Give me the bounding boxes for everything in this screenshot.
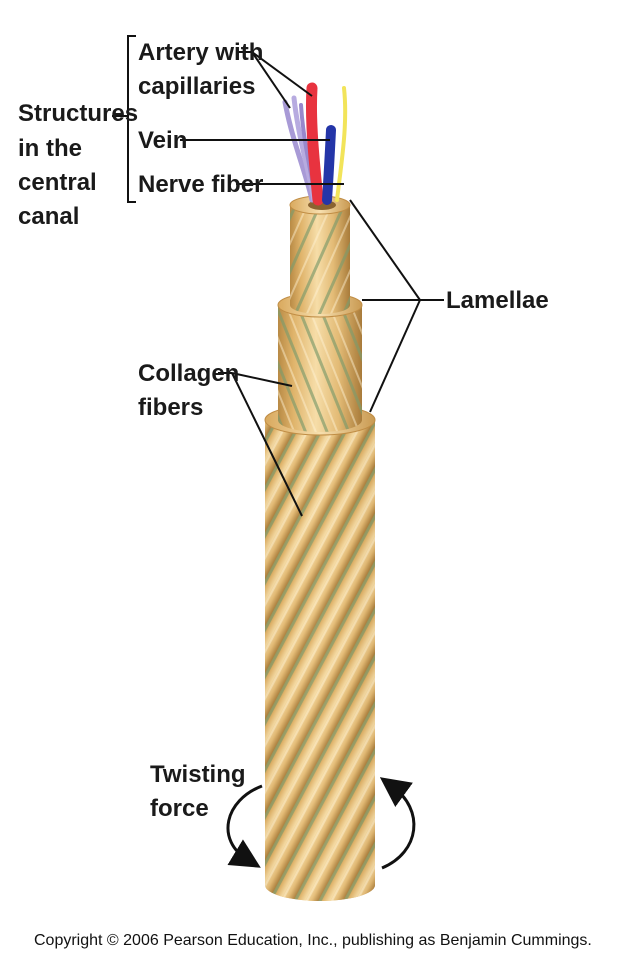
twist-arrow-left (226, 784, 263, 868)
middle-lamella (277, 292, 363, 432)
label-lamellae: Lamellae (446, 287, 549, 314)
label-twisting-line1: Twisting (150, 761, 246, 788)
label-structures-line4: canal (18, 203, 79, 230)
leader-lines (180, 51, 444, 517)
artery (305, 82, 324, 206)
nerve-fiber (335, 86, 348, 202)
label-vein: Vein (138, 127, 187, 154)
outer-lamella (264, 404, 376, 901)
twist-arrow-right (379, 777, 416, 870)
inner-lamella (289, 195, 351, 314)
label-structures-line1: Structures (18, 100, 138, 127)
label-collagen-line1: Collagen (138, 360, 239, 387)
label-nerve-fiber: Nerve fiber (138, 171, 263, 198)
structures-bracket (127, 35, 136, 203)
label-twisting-line2: force (150, 795, 209, 822)
label-structures-line3: central (18, 169, 97, 196)
label-structures-line2: in the (18, 135, 82, 162)
vein (322, 125, 336, 205)
label-artery-line2: capillaries (138, 73, 255, 100)
central-canal-structures (282, 82, 348, 206)
label-artery-line1: Artery with (138, 39, 263, 66)
label-collagen-line2: fibers (138, 394, 203, 421)
copyright-notice: Copyright © 2006 Pearson Education, Inc.… (34, 932, 592, 949)
